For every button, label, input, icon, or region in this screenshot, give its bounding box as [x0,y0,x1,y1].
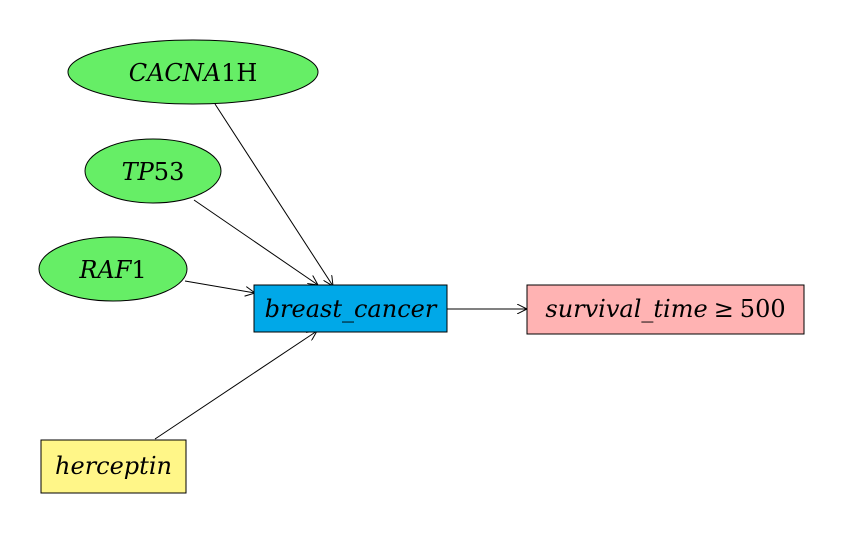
node-herceptin-shape [40,439,187,494]
node-raf1: RAF1 [38,236,188,302]
node-raf1-label: RAF1 [78,256,146,284]
node-survival-time: survival_time≥500 [526,284,805,335]
edge-raf1-to-breast-cancer [184,280,255,293]
node-herceptin: herceptin [40,439,187,494]
edge-herceptin-to-breast-cancer [154,331,317,440]
node-raf1-shape [38,236,188,302]
node-cacna1h-shape [67,39,319,105]
node-survival-time-label: survival_time≥500 [545,295,785,323]
node-survival-time-shape [526,284,805,335]
node-breast-cancer-shape [253,284,448,333]
node-herceptin-label: herceptin [55,452,172,480]
node-cacna1h-label: CACNA1H [129,59,258,87]
node-cacna1h: CACNA1H [67,39,319,105]
node-breast-cancer-label: breast_cancer [265,295,438,323]
node-tp53-shape [84,138,222,204]
edge-cacna1h-to-breast-cancer [214,103,333,286]
node-tp53: TP53 [84,138,222,204]
node-tp53-label: TP53 [122,158,185,186]
node-breast-cancer: breast_cancer [253,284,448,333]
edge-tp53-to-breast-cancer [193,199,318,285]
